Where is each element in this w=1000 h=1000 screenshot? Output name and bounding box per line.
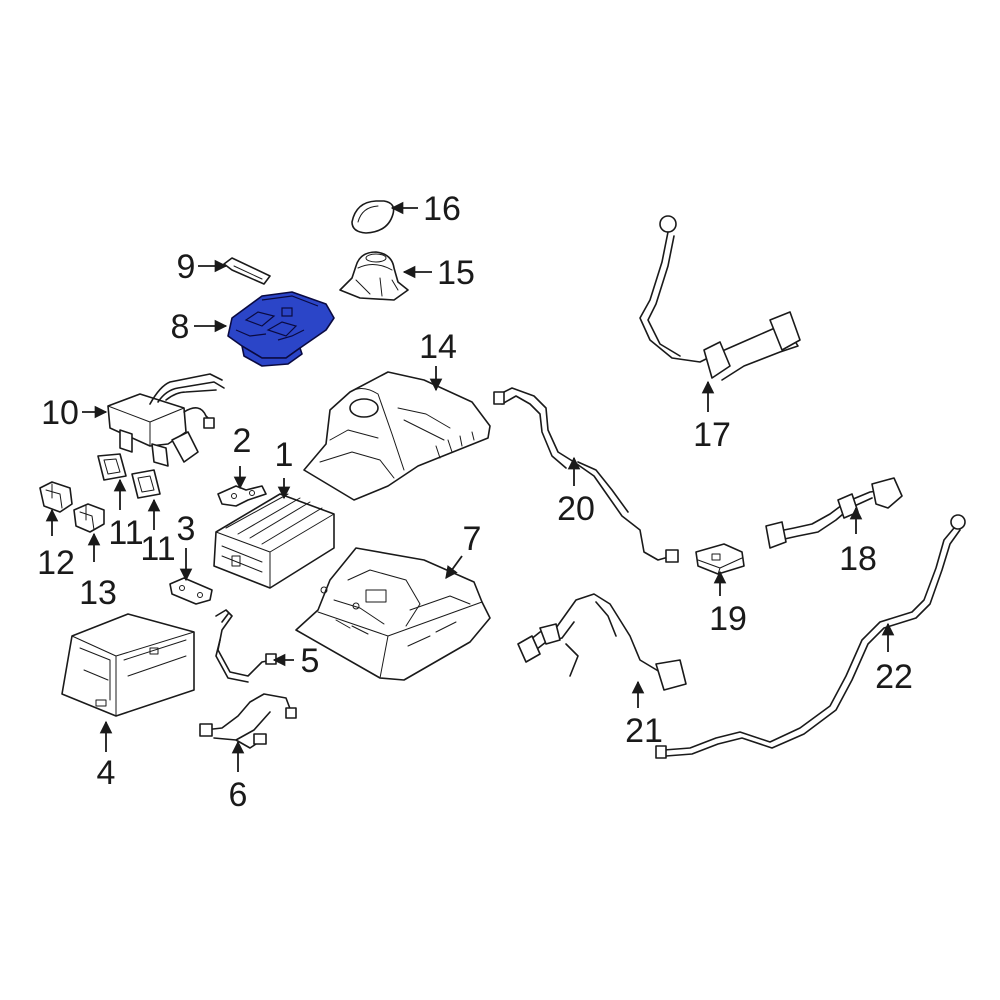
part-16-cap[interactable]	[351, 200, 395, 234]
part-10-junction-box[interactable]	[107, 373, 225, 467]
part-2-bracket[interactable]	[217, 485, 267, 507]
callout-11b: 11	[140, 530, 175, 568]
part-17-harness[interactable]	[639, 215, 801, 381]
part-7-base[interactable]	[295, 547, 491, 681]
arrow-7	[445, 555, 463, 580]
part-20-cable[interactable]	[493, 387, 679, 563]
callout-20: 20	[557, 490, 595, 528]
part-18-harness[interactable]	[765, 477, 903, 549]
part-11-gasket-left[interactable]	[97, 453, 127, 481]
callout-11a: 11	[108, 514, 143, 552]
callout-7: 7	[463, 520, 482, 558]
callout-4: 4	[97, 754, 116, 792]
callout-5: 5	[301, 642, 320, 680]
part-11-gasket-right[interactable]	[131, 469, 161, 499]
callout-3: 3	[177, 510, 196, 548]
callout-labels: 1 2 3 4 5 6 7 8 9 10 11 11 12 13 14 15 1…	[37, 190, 913, 814]
part-1-battery-pack[interactable]	[213, 493, 335, 589]
callout-8: 8	[171, 308, 190, 346]
part-6-harness[interactable]	[199, 693, 297, 749]
callout-arrows	[45, 201, 895, 772]
callout-13: 13	[79, 574, 117, 612]
part-13-connector[interactable]	[73, 503, 105, 533]
callout-17: 17	[693, 416, 731, 454]
part-14-cover[interactable]	[303, 371, 491, 501]
part-3-plate[interactable]	[169, 577, 213, 605]
callout-18: 18	[839, 540, 877, 578]
callout-19: 19	[709, 600, 747, 638]
part-21-harness[interactable]	[517, 593, 687, 691]
callout-12: 12	[37, 544, 75, 582]
part-4-tray[interactable]	[61, 613, 195, 717]
callout-9: 9	[177, 248, 196, 286]
callout-2: 2	[233, 422, 252, 460]
callout-14: 14	[419, 328, 457, 366]
callout-22: 22	[875, 658, 913, 696]
part-22-cable[interactable]	[655, 514, 966, 759]
callout-6: 6	[229, 776, 248, 814]
part-9-bracket[interactable]	[223, 257, 271, 285]
callout-16: 16	[423, 190, 461, 228]
callout-21: 21	[625, 712, 663, 750]
callout-10: 10	[41, 394, 79, 432]
part-19-module[interactable]	[695, 543, 745, 575]
callout-15: 15	[437, 254, 475, 292]
part-8-control-module[interactable]	[227, 291, 335, 367]
part-5-cable[interactable]	[215, 609, 277, 683]
part-15-boot[interactable]	[339, 251, 409, 301]
part-12-connector[interactable]	[39, 481, 73, 513]
callout-1: 1	[275, 436, 294, 474]
